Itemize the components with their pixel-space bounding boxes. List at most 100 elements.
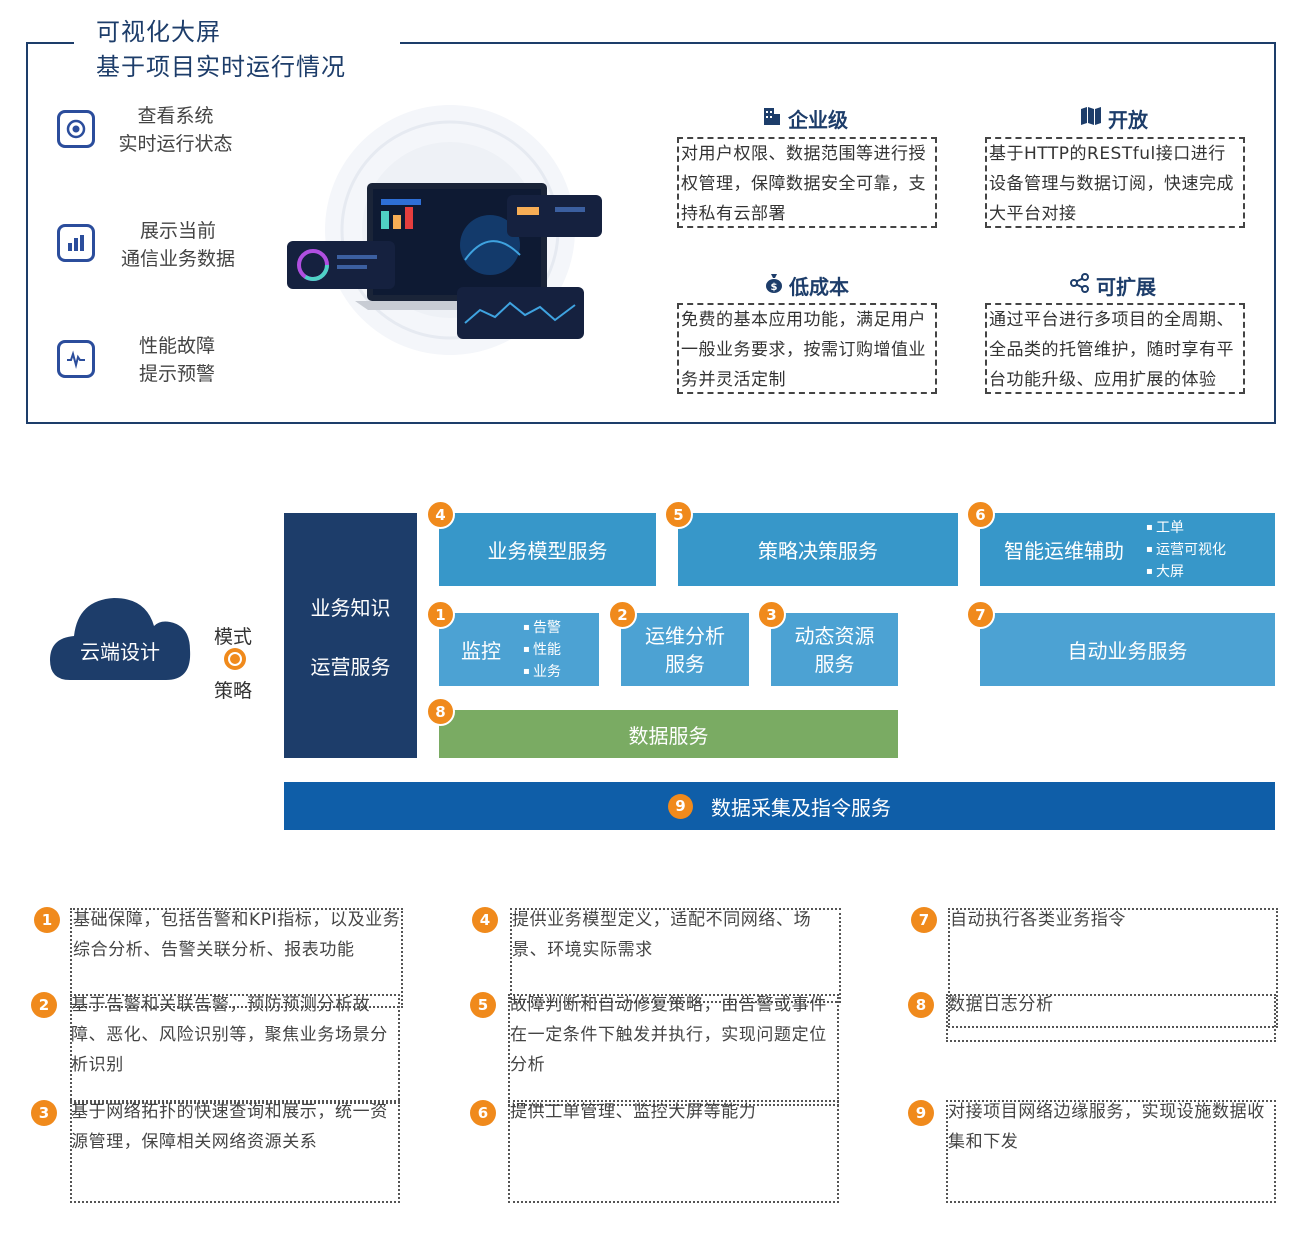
note-box	[70, 994, 400, 1104]
bullet-list: 工单 运营可视化 大屏	[1146, 517, 1226, 583]
note-box	[508, 994, 839, 1106]
number-badge: 4	[426, 500, 455, 529]
number-badge: 7	[911, 907, 937, 933]
bullet-item: 业务	[523, 664, 561, 680]
feature-text: 展示当前 通信业务数据	[108, 217, 248, 273]
number-badge: 2	[31, 992, 57, 1018]
feature-line: 性能故障	[138, 335, 215, 357]
bullet-item: 大屏	[1146, 564, 1184, 580]
number-badge: 9	[668, 793, 693, 819]
number-badge: 6	[470, 1100, 496, 1126]
card-title-enterprise: 企业级	[762, 104, 848, 133]
card-title-text: 可扩展	[1096, 275, 1156, 299]
share-icon	[1070, 273, 1090, 298]
map-icon	[1080, 106, 1102, 131]
note-box	[70, 1100, 400, 1203]
bullet-item: 工单	[1146, 520, 1184, 536]
number-badge: 3	[31, 1100, 57, 1126]
number-badge: 4	[472, 907, 498, 933]
mode-label: 模式	[214, 626, 253, 648]
visual-screen-frame	[26, 42, 1276, 424]
section-subtitle: 基于项目实时运行情况	[96, 53, 346, 81]
block-label: 智能运维辅助	[1004, 539, 1124, 563]
block-label: 运营服务	[310, 654, 391, 679]
card-title-extensible: 可扩展	[1070, 271, 1156, 300]
note-box	[70, 908, 403, 1008]
card-title-text: 低成本	[789, 275, 849, 299]
section-title: 可视化大屏	[96, 18, 221, 46]
card-text: 通过平台进行多项目的全周期、全品类的托管维护，随时享有平台功能升级、应用扩展的体…	[989, 310, 1234, 390]
block-data-collection: 9 数据采集及指令服务	[284, 782, 1275, 830]
note-text: 基础保障，包括告警和KPI指标，以及业务综合分析、告警关联分析、报表功能	[73, 910, 401, 960]
card-box-open: 基于HTTP的RESTful接口进行设备管理与数据订阅，快速完成大平台对接	[985, 137, 1245, 228]
note-text: 提供业务模型定义，适配不同网络、场景、环境实际需求	[512, 910, 812, 960]
waveform-icon	[57, 340, 95, 378]
card-title-lowcost: $ 低成本	[765, 271, 849, 300]
cloud-label: 云端设计	[80, 640, 160, 664]
eye-icon	[57, 110, 95, 148]
number-badge: 5	[664, 500, 693, 529]
cloud-shape	[48, 592, 194, 688]
block-label: 服务	[814, 651, 855, 676]
feature-line: 展示当前	[139, 220, 216, 242]
feature-line: 实时运行状态	[118, 133, 233, 155]
block-label: 业务知识	[310, 595, 391, 620]
card-title-text: 开放	[1108, 108, 1148, 132]
card-text: 基于HTTP的RESTful接口进行设备管理与数据订阅，快速完成大平台对接	[989, 144, 1234, 224]
dashboard-illustration	[285, 95, 620, 360]
note-text: 基于告警和关联告警，预防预测分析故障、恶化、风险识别等，聚焦业务场景分析识别	[71, 995, 388, 1075]
card-box-lowcost: 免费的基本应用功能，满足用户一般业务要求，按需订购增值业务并灵活定制	[677, 303, 937, 394]
strategy-label: 策略	[214, 680, 253, 702]
block-label: 自动业务服务	[1067, 639, 1188, 663]
card-title-open: 开放	[1080, 104, 1148, 133]
note-box	[948, 908, 1278, 1028]
block-data-service: 数据服务	[439, 710, 898, 758]
bullet-item: 性能	[523, 642, 561, 658]
title-mask	[74, 10, 400, 80]
money-bag-icon: $	[765, 273, 783, 298]
block-strategy-decision-service: 策略决策服务	[678, 513, 958, 586]
note-box	[508, 1100, 839, 1203]
feature-item-data	[57, 224, 95, 262]
feature-line: 通信业务数据	[120, 248, 235, 270]
number-badge: 9	[908, 1100, 934, 1126]
block-label: 策略决策服务	[758, 539, 878, 563]
feature-text: 查看系统 实时运行状态	[108, 102, 243, 158]
card-text: 免费的基本应用功能，满足用户一般业务要求，按需订购增值业务并灵活定制	[681, 310, 926, 390]
business-knowledge-block: 业务知识 运营服务	[284, 513, 417, 758]
feature-text: 性能故障 提示预警	[108, 332, 246, 388]
block-label: 运维分析	[645, 623, 725, 648]
block-dynamic-resource: 动态资源 服务	[771, 613, 898, 686]
note-text: 故障判断和自动修复策略，由告警或事件在一定条件下触发并执行，实现问题定位分析	[510, 995, 827, 1075]
block-auto-business: 自动业务服务	[980, 613, 1275, 686]
note-box	[510, 908, 841, 1003]
note-text: 对接项目网络边缘服务，实现设施数据收集和下发	[948, 1102, 1265, 1152]
card-title-text: 企业级	[788, 108, 848, 132]
bar-chart-icon	[57, 224, 95, 262]
bullet-item: 运营可视化	[1146, 542, 1226, 558]
note-text: 基于网络拓扑的快速查询和展示，统一资源管理，保障相关网络资源关系	[71, 1102, 388, 1152]
feature-item-status	[57, 110, 95, 148]
block-intelligent-ops: 智能运维辅助 工单 运营可视化 大屏	[980, 513, 1275, 586]
note-box	[946, 994, 1276, 1042]
number-badge: 8	[426, 697, 455, 726]
note-text: 数据日志分析	[948, 995, 1054, 1015]
block-monitoring: 监控 告警 性能 业务	[439, 613, 599, 686]
block-label: 数据服务	[628, 723, 709, 748]
block-business-model-service: 业务模型服务	[439, 513, 656, 586]
svg-text:$: $	[771, 282, 778, 293]
number-badge: 6	[966, 500, 995, 529]
number-badge: 8	[908, 992, 934, 1018]
block-label: 业务模型服务	[487, 539, 608, 563]
block-label: 服务	[665, 651, 705, 676]
cycle-icon	[223, 647, 247, 675]
bullet-list: 告警 性能 业务	[523, 617, 561, 683]
card-box-extensible: 通过平台进行多项目的全周期、全品类的托管维护，随时享有平台功能升级、应用扩展的体…	[985, 303, 1245, 394]
block-label: 数据采集及指令服务	[711, 795, 891, 820]
number-badge: 7	[966, 600, 995, 629]
number-badge: 2	[608, 600, 637, 629]
feature-line: 查看系统	[137, 105, 214, 127]
feature-line: 提示预警	[138, 363, 215, 385]
block-label: 动态资源	[794, 623, 875, 648]
number-badge: 1	[426, 600, 455, 629]
